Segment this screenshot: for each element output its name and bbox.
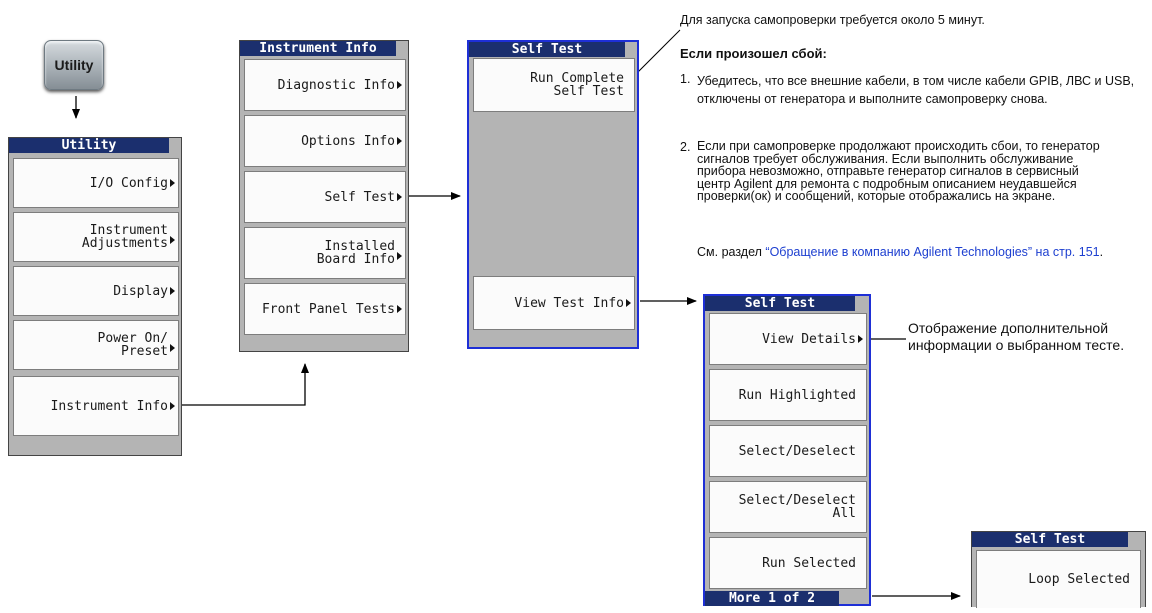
key-label: View Test Info (514, 295, 624, 311)
step-1-number: 1. (680, 72, 691, 86)
view-details-key[interactable]: View Details (709, 313, 867, 365)
utility-power-on-preset-key[interactable]: Power On/ Preset (13, 320, 179, 370)
more-page-indicator[interactable]: More 1 of 2 (705, 591, 839, 606)
key-label: Run Highlighted (738, 387, 856, 403)
key-label: I/O Config (89, 175, 168, 191)
submenu-arrow-icon (858, 335, 863, 343)
menu-title: Self Test (705, 296, 855, 311)
submenu-arrow-icon (397, 81, 402, 89)
submenu-arrow-icon (170, 287, 175, 295)
see-also-prefix: См. раздел (697, 245, 762, 259)
installed-board-info-key[interactable]: Installed Board Info (244, 227, 406, 279)
utility-display-key[interactable]: Display (13, 266, 179, 316)
step-2-number: 2. (680, 140, 691, 154)
key-label: Installed Board Info (316, 239, 395, 267)
menu-title: Self Test (469, 42, 625, 57)
submenu-arrow-icon (626, 299, 631, 307)
select-deselect-all-key[interactable]: Select/Deselect All (709, 481, 867, 533)
key-label: Power On/ Preset (97, 331, 168, 359)
view-details-note: Отображение дополнительной информации о … (908, 320, 1125, 353)
run-complete-self-test-key[interactable]: Run Complete Self Test (473, 58, 635, 112)
key-label: Instrument Adjustments (81, 223, 168, 251)
utility-menu: Utility I/O Config Instrument Adjustment… (8, 137, 182, 456)
key-label: Select/Deselect (738, 443, 856, 459)
key-label: Self Test (324, 189, 395, 205)
see-also-suffix: . (1099, 245, 1104, 259)
submenu-arrow-icon (170, 236, 175, 244)
submenu-arrow-icon (397, 252, 402, 260)
key-label: Run Complete Self Test (530, 71, 624, 99)
submenu-arrow-icon (170, 344, 175, 352)
key-label: Diagnostic Info (277, 77, 395, 93)
self-test-key[interactable]: Self Test (244, 171, 406, 223)
utility-hardkey-label: Utility (54, 57, 94, 73)
submenu-arrow-icon (397, 305, 402, 313)
utility-instrument-adjustments-key[interactable]: Instrument Adjustments (13, 212, 179, 262)
options-info-key[interactable]: Options Info (244, 115, 406, 167)
view-test-info-key[interactable]: View Test Info (473, 276, 635, 330)
diagnostic-info-key[interactable]: Diagnostic Info (244, 59, 406, 111)
key-label: Run Selected (762, 555, 856, 571)
key-label: Front Panel Tests (261, 301, 395, 317)
select-deselect-key[interactable]: Select/Deselect (709, 425, 867, 477)
step-1-text: Убедитесь, что все внешние кабели, в том… (697, 74, 1135, 106)
key-label: Loop Selected (1028, 572, 1130, 587)
menu-title: Self Test (972, 532, 1128, 547)
failure-heading: Если произошел сбой: (680, 46, 827, 61)
self-test-more-menu: Self Test Loop Selected (971, 531, 1146, 608)
submenu-arrow-icon (397, 137, 402, 145)
utility-io-config-key[interactable]: I/O Config (13, 158, 179, 208)
agilent-contact-link[interactable]: “Обращение в компанию Agilent Technologi… (765, 245, 1100, 259)
step-2-text: Если при самопроверке продолжают происхо… (697, 139, 1100, 203)
self-test-info-menu: Self Test View Details Run Highlighted S… (703, 294, 871, 606)
see-also-reference: См. раздел “Обращение в компанию Agilent… (697, 244, 1109, 261)
key-label: Display (113, 283, 168, 299)
submenu-arrow-icon (170, 179, 175, 187)
menu-title: Instrument Info (240, 41, 396, 56)
key-label: View Details (762, 331, 856, 347)
menu-title: Utility (9, 138, 169, 153)
self-test-duration-note: Для запуска самопроверки требуется около… (680, 13, 985, 27)
utility-instrument-info-key[interactable]: Instrument Info (13, 376, 179, 436)
submenu-arrow-icon (170, 402, 175, 410)
run-selected-key[interactable]: Run Selected (709, 537, 867, 589)
key-label: Select/Deselect All (738, 493, 856, 521)
front-panel-tests-key[interactable]: Front Panel Tests (244, 283, 406, 335)
run-highlighted-key[interactable]: Run Highlighted (709, 369, 867, 421)
key-label: Instrument Info (50, 398, 168, 414)
submenu-arrow-icon (397, 193, 402, 201)
loop-selected-key[interactable]: Loop Selected (976, 550, 1141, 608)
self-test-menu: Self Test Run Complete Self Test View Te… (467, 40, 639, 349)
instrument-info-menu: Instrument Info Diagnostic Info Options … (239, 40, 409, 352)
utility-hardkey[interactable]: Utility (44, 40, 104, 90)
key-label: Options Info (301, 133, 395, 149)
